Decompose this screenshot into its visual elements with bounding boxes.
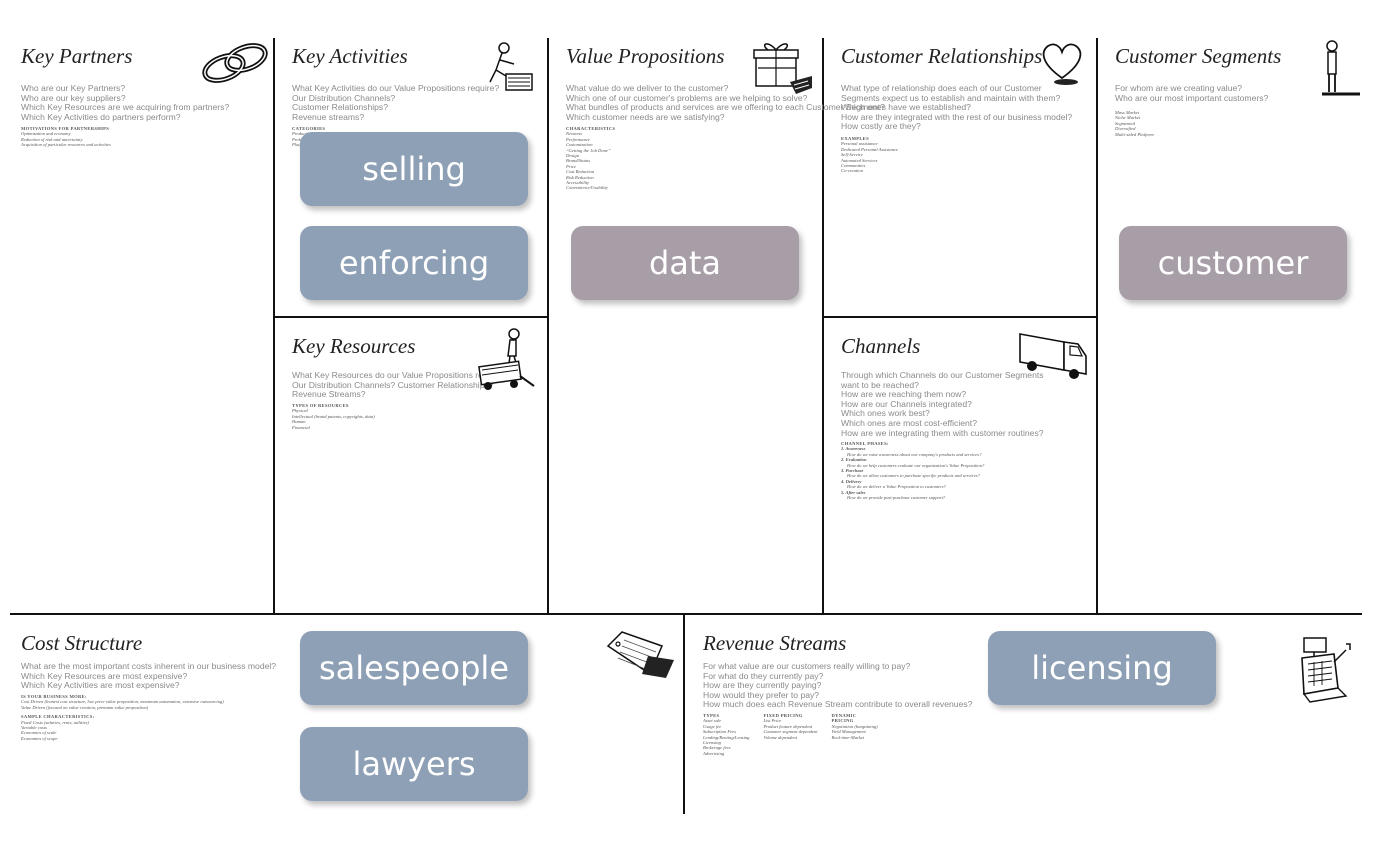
- worker-with-cart-icon: [478, 328, 535, 390]
- key-activities-title: Key Activities: [292, 44, 408, 68]
- value-propositions-title: Value Propositions: [566, 44, 725, 68]
- divider-relationships-left: [822, 38, 824, 614]
- sticky-note-selling[interactable]: selling: [300, 132, 528, 206]
- revenue-streams-questions: For what value are our customers really …: [703, 661, 973, 710]
- revenue-dynamic-pricing-column: DYNAMIC PRICING Negotiation (bargaining)…: [831, 713, 878, 740]
- delivery-truck-icon: [1019, 333, 1087, 379]
- divider-activities-resources: [274, 316, 548, 318]
- divider-horizontal-bottom: [10, 613, 1362, 615]
- sticky-note-lawyers[interactable]: lawyers: [300, 727, 528, 801]
- chain-links-icon: [202, 43, 268, 83]
- sticky-note-salespeople[interactable]: salespeople: [300, 631, 528, 705]
- channels-details: CHANNEL PHASES: 1. Awareness How do we r…: [841, 441, 985, 501]
- divider-cost-revenue: [683, 614, 685, 814]
- worker-icon: [489, 42, 533, 91]
- key-resources-questions: What Key Resources do our Value Proposit…: [292, 370, 507, 400]
- customer-segments-details: Mass Market Niche Market Segmented Diver…: [1115, 110, 1154, 137]
- gift-box-icon: [753, 43, 812, 94]
- sticky-note-licensing[interactable]: licensing: [988, 631, 1216, 705]
- customer-relationships-title: Customer Relationships: [841, 44, 1043, 68]
- revenue-types-column: TYPES Asset sale Usage fee Subscription …: [703, 713, 750, 756]
- channels-questions: Through which Channels do our Customer S…: [841, 370, 1044, 438]
- divider-segments-left: [1096, 38, 1098, 614]
- divider-activities-left: [273, 38, 275, 614]
- person-standing-icon: [1322, 40, 1360, 96]
- channels-title: Channels: [841, 334, 921, 358]
- value-propositions-details: CHARACTERISTICS Newness Performance Cust…: [566, 126, 616, 191]
- revenue-streams-title: Revenue Streams: [703, 631, 847, 655]
- sticky-note-enforcing[interactable]: enforcing: [300, 226, 528, 300]
- sticky-note-customer[interactable]: customer: [1119, 226, 1347, 300]
- divider-relationships-channels: [823, 316, 1097, 318]
- cash-register-icon: [1301, 637, 1351, 703]
- divider-value-left: [547, 38, 549, 614]
- revenue-streams-details: TYPES Asset sale Usage fee Subscription …: [703, 713, 878, 756]
- cost-structure-questions: What are the most important costs inhere…: [21, 661, 277, 691]
- key-resources-details: TYPES OF RESOURCES Physical Intellectual…: [292, 403, 375, 430]
- customer-relationships-questions: What type of relationship does each of o…: [841, 83, 1073, 132]
- sticky-note-data[interactable]: data: [571, 226, 799, 300]
- cost-structure-details: IS YOUR BUSINESS MORE: Cost Driven (lean…: [21, 694, 224, 741]
- customer-relationships-details: EXAMPLES Personal assistance Dedicated P…: [841, 136, 899, 174]
- key-partners-details: MOTIVATIONS FOR PARTNERSHIPS Optimizatio…: [21, 126, 111, 148]
- revenue-fixed-pricing-column: FIXED PRICING List Price Product feature…: [763, 713, 818, 740]
- cost-structure-title: Cost Structure: [21, 631, 143, 655]
- customer-segments-questions: For whom are we creating value? Who are …: [1115, 83, 1269, 103]
- value-propositions-questions: What value do we deliver to the customer…: [566, 83, 885, 122]
- key-partners-title: Key Partners: [21, 44, 133, 68]
- customer-segments-title: Customer Segments: [1115, 44, 1282, 68]
- key-resources-title: Key Resources: [292, 334, 416, 358]
- key-partners-questions: Who are our Key Partners? Who are our ke…: [21, 83, 230, 122]
- key-activities-questions: What Key Activities do our Value Proposi…: [292, 83, 500, 122]
- heart-icon: [1042, 43, 1082, 85]
- price-tag-icon: [606, 631, 674, 678]
